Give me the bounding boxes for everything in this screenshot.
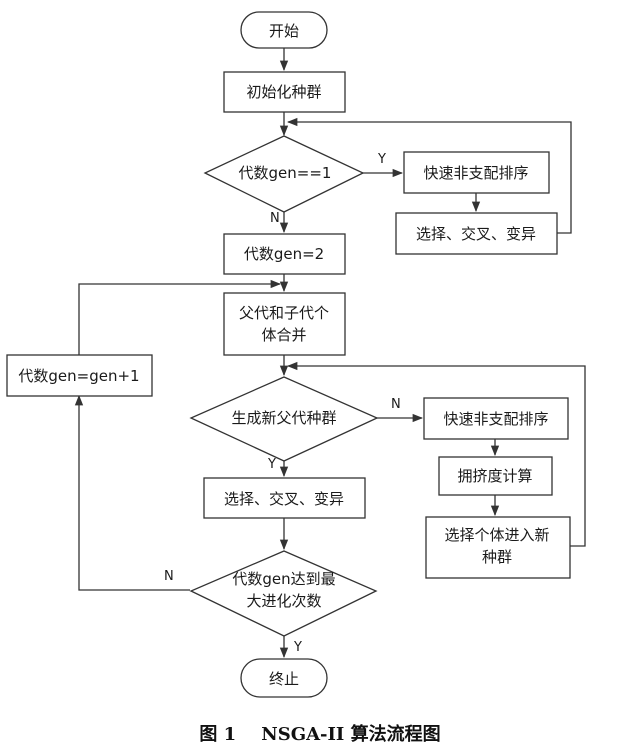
gen-equals-2-box: 代数gen=2 [223, 233, 346, 275]
crowding-distance-box: 拥挤度计算 [438, 456, 553, 496]
new-parent-no-label: N [391, 397, 401, 412]
init-population-label: 初始化种群 [246, 83, 321, 101]
edges [74, 48, 586, 659]
gen-equals-1-label: 代数gen==1 [239, 164, 332, 182]
select-crossover-mutate-box-2: 选择、交叉、变异 [203, 477, 366, 519]
gen-increment-label: 代数gen=gen+1 [18, 367, 139, 385]
fast-sort-box-2: 快速非支配排序 [423, 397, 569, 440]
select-new-population-line1: 选择个体进入新 [444, 526, 549, 544]
gen-increment-box: 代数gen=gen+1 [6, 354, 153, 397]
new-parent-decision: 生成新父代种群 [189, 376, 379, 462]
gen1-no-label: N [270, 211, 280, 226]
merge-label-line1: 父代和子代个 [239, 304, 329, 322]
max-gen-yes-label: Y [293, 640, 302, 655]
start-label: 开始 [269, 22, 299, 40]
select-new-population-line2: 种群 [482, 548, 512, 566]
max-gen-no-label: N [164, 569, 174, 584]
fast-sort-label-2: 快速非支配排序 [443, 410, 548, 428]
end-node: 终止 [240, 658, 328, 698]
select-crossover-mutate-box-1: 选择、交叉、变异 [395, 212, 558, 255]
select-crossover-mutate-label-2: 选择、交叉、变异 [224, 490, 344, 508]
edge-select1-loop [286, 117, 572, 234]
figure-caption: 图 1 NSGA-II 算法流程图 [0, 720, 640, 746]
fast-sort-box-1: 快速非支配排序 [403, 151, 550, 194]
figure-number: 图 1 [199, 724, 237, 745]
merge-box: 父代和子代个 体合并 [223, 292, 346, 356]
select-crossover-mutate-label-1: 选择、交叉、变异 [416, 225, 536, 243]
edge-maxgen-geninc [74, 394, 190, 591]
fast-sort-label-1: 快速非支配排序 [423, 164, 528, 182]
new-parent-yes-label: Y [267, 457, 276, 472]
merge-label-line2: 体合并 [261, 326, 306, 344]
gen1-yes-label: Y [377, 152, 386, 167]
new-parent-label: 生成新父代种群 [231, 409, 336, 427]
max-gen-label-line1: 代数gen达到最 [232, 570, 335, 588]
figure-title: NSGA-II 算法流程图 [261, 724, 441, 745]
init-population-box: 初始化种群 [223, 71, 346, 113]
edge-geninc-merge [78, 279, 282, 355]
select-new-population-box: 选择个体进入新 种群 [425, 516, 571, 579]
start-node: 开始 [240, 11, 328, 49]
edge-selectnew-loop [286, 361, 586, 547]
gen-equals-2-label: 代数gen=2 [244, 245, 324, 263]
max-gen-decision: 代数gen达到最 大进化次数 [189, 550, 378, 637]
gen-equals-1-decision: 代数gen==1 [203, 135, 365, 213]
crowding-distance-label: 拥挤度计算 [457, 467, 532, 485]
end-label: 终止 [269, 670, 299, 688]
max-gen-label-line2: 大进化次数 [246, 592, 321, 610]
